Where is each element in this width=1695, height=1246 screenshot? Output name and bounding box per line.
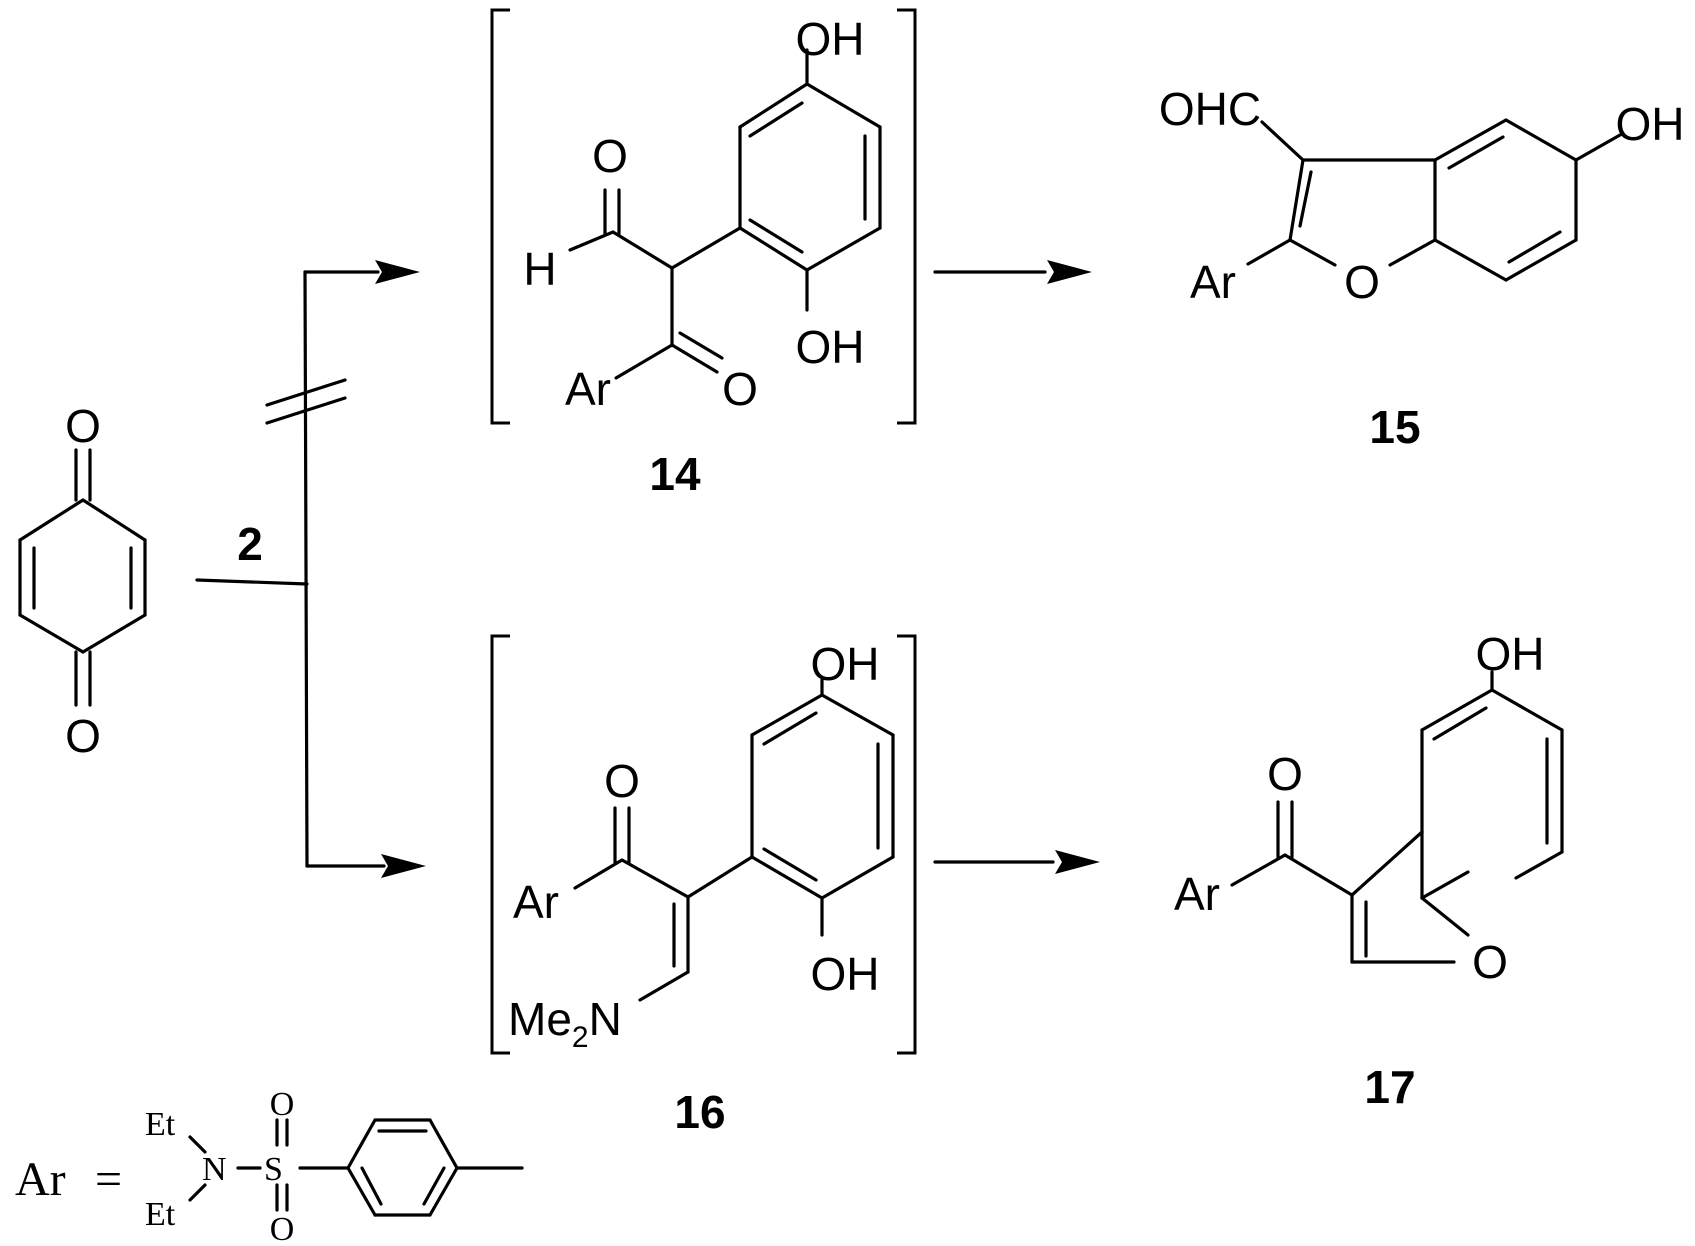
c16-ar: Ar	[513, 876, 559, 928]
compound-label-14: 14	[649, 448, 701, 500]
arrow-16-to-17	[933, 850, 1100, 874]
compound-17: OH O Ar O 17	[1174, 628, 1564, 1113]
arrowhead-lower	[381, 854, 426, 878]
ar-def-ar: Ar	[15, 1153, 66, 1206]
c17-ketone-o: O	[1267, 748, 1303, 800]
arrowhead-upper	[375, 260, 420, 284]
compound-label-15: 15	[1369, 401, 1420, 453]
ar-def-o-bottom: O	[270, 1211, 295, 1246]
compound-15: OHC OH Ar O 15	[1159, 83, 1685, 453]
c16-oh-top: OH	[811, 638, 880, 690]
bracket-right-14	[897, 8, 917, 425]
bracket-left-14	[490, 8, 510, 425]
ar-def-et-top: Et	[145, 1106, 176, 1143]
arrow-14-to-15	[933, 260, 1092, 284]
bracket-left-16	[490, 634, 510, 1055]
c16-oh-bottom: OH	[811, 948, 880, 1000]
ar-def-et-bottom: Et	[145, 1196, 176, 1233]
c16-nme2: Me2N	[508, 993, 622, 1054]
c16-ketone-o: O	[604, 755, 640, 807]
ar-def-o-top: O	[270, 1086, 295, 1123]
compound-14: OH O H OH Ar O 14	[490, 8, 917, 500]
ar-definition: Ar = Et Et N S O O	[15, 1086, 524, 1246]
compound-label-16: 16	[674, 1086, 725, 1138]
ar-def-n: N	[202, 1151, 227, 1188]
c14-aldehyde-o: O	[592, 130, 628, 182]
quinone-o-bottom: O	[65, 710, 101, 762]
c14-oh-bottom: OH	[796, 321, 865, 373]
branch-arrows: 2	[195, 260, 426, 878]
c14-aldehyde-h: H	[523, 243, 556, 295]
c15-ar: Ar	[1190, 256, 1236, 308]
c15-ring-o: O	[1344, 256, 1380, 308]
c14-ketone-o: O	[722, 363, 758, 415]
ar-def-s: S	[264, 1151, 283, 1188]
reagent-label: 2	[237, 518, 263, 570]
ar-def-equals: =	[95, 1153, 122, 1206]
c14-oh-top: OH	[796, 13, 865, 65]
c15-ohc: OHC	[1159, 83, 1261, 135]
compound-label-17: 17	[1364, 1061, 1415, 1113]
c14-ar: Ar	[565, 363, 611, 415]
benzoquinone: O O	[18, 400, 147, 762]
bracket-right-16	[897, 634, 917, 1055]
c17-ring-o: O	[1472, 936, 1508, 988]
c15-oh: OH	[1616, 98, 1685, 150]
compound-16: OH O Ar OH Me2N 16	[490, 634, 917, 1138]
quinone-o-top: O	[65, 400, 101, 452]
c17-ar: Ar	[1174, 868, 1220, 920]
c17-oh: OH	[1476, 628, 1545, 680]
